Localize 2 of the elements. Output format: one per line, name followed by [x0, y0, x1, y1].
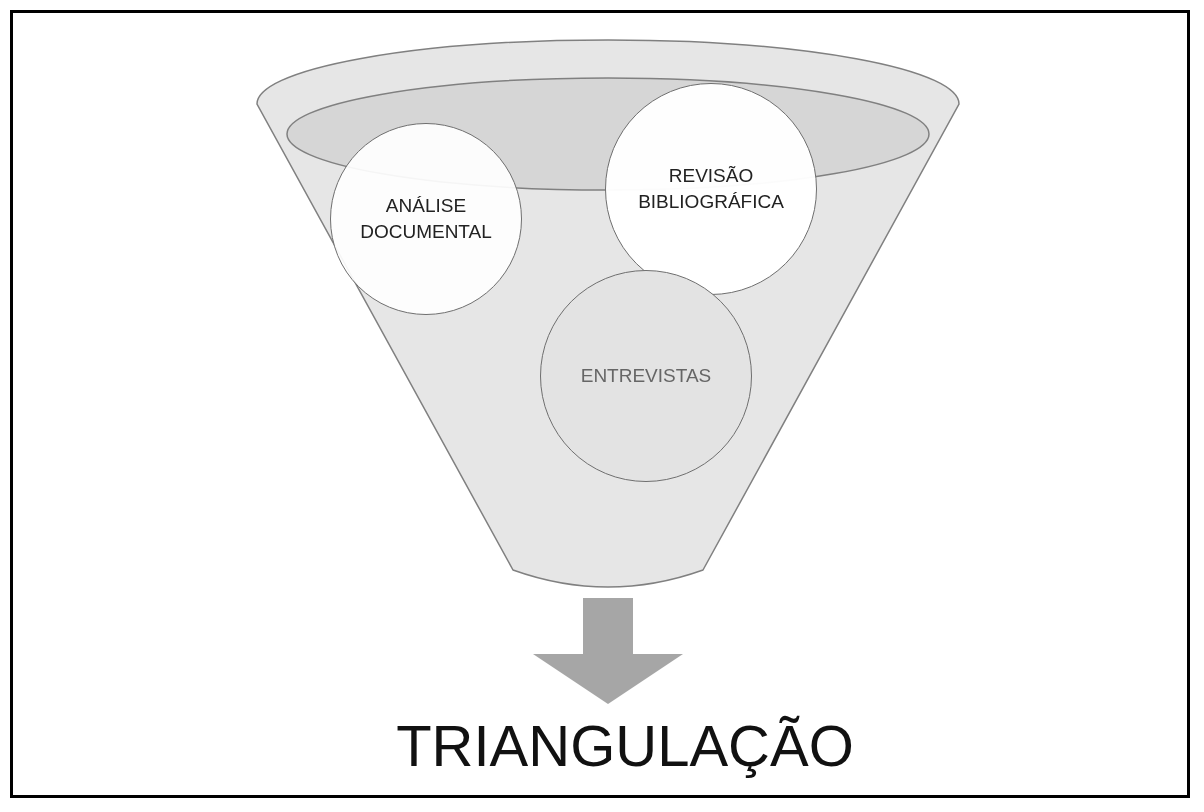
arrow	[533, 598, 683, 704]
result-title: TRIANGULAÇÃO	[380, 700, 870, 790]
